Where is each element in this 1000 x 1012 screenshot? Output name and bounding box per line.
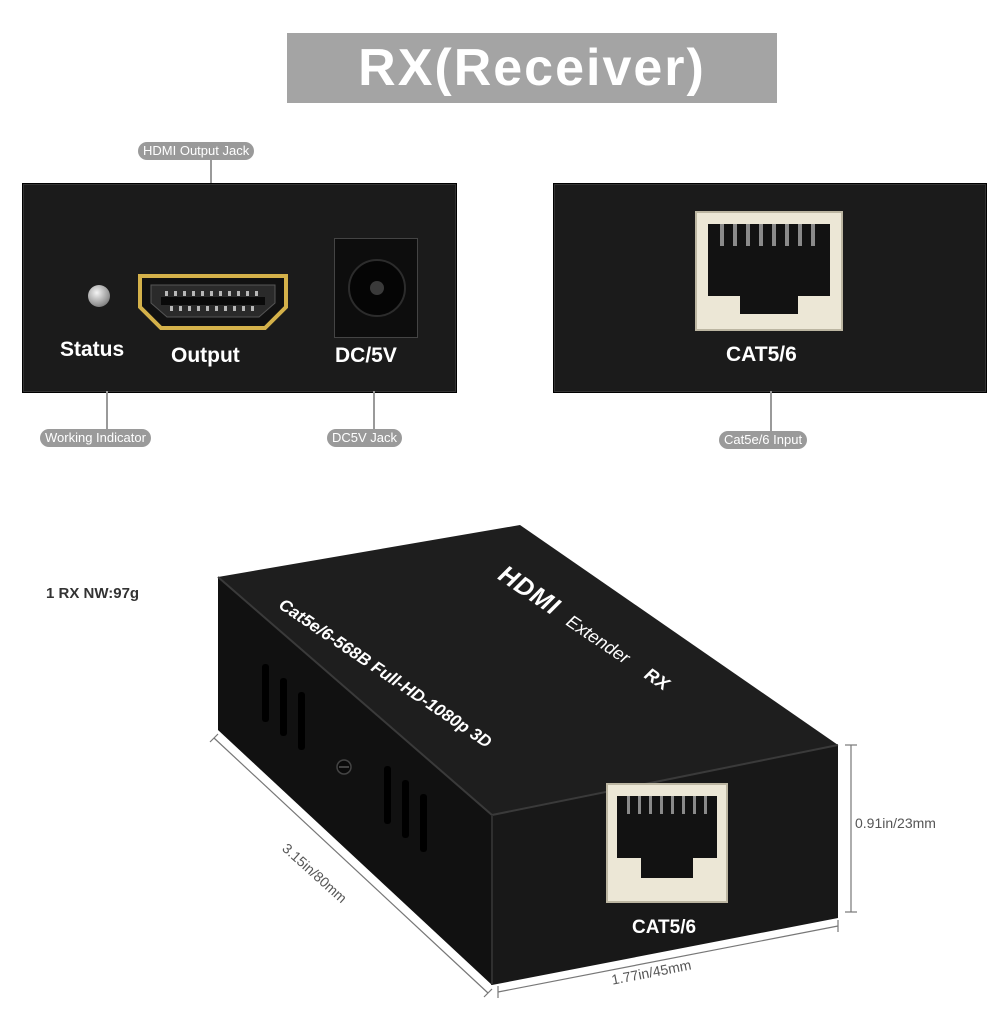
dc-jack-housing	[334, 238, 418, 338]
power-label: DC/5V	[335, 344, 397, 367]
front-panel: Status Output DC/5V	[22, 183, 457, 393]
device-side-face	[218, 577, 492, 985]
hdmi-output-callout: HDMI Output Jack	[138, 142, 255, 160]
rj45-port-icon	[695, 211, 843, 331]
power-callout-line	[373, 391, 375, 429]
weight-label: 1 RX NW:97g	[46, 585, 140, 602]
output-label: Output	[171, 344, 240, 367]
status-led-icon	[88, 285, 110, 307]
device-top-face	[218, 525, 838, 815]
indicator-callout-line	[106, 391, 108, 429]
device-port-label: CAT5/6	[632, 917, 697, 938]
cat-input-callout: Cat5e/6 Input	[719, 431, 808, 449]
dc-jack-icon	[348, 259, 406, 317]
height-dimension: 0.91in/23mm	[855, 815, 936, 831]
page-title: RX(Receiver)	[287, 33, 777, 103]
dc-jack-callout: DC5V Jack	[327, 429, 403, 447]
hdmi-port-icon	[138, 274, 288, 330]
back-panel: CAT5/6	[553, 183, 987, 393]
device-illustration	[209, 525, 857, 998]
cat-callout-line	[770, 391, 772, 431]
vent-slots	[262, 664, 427, 852]
dimension-lines	[209, 733, 857, 998]
cat-label: CAT5/6	[726, 343, 797, 366]
working-indicator-callout: Working Indicator	[40, 429, 151, 447]
status-label: Status	[60, 338, 125, 361]
